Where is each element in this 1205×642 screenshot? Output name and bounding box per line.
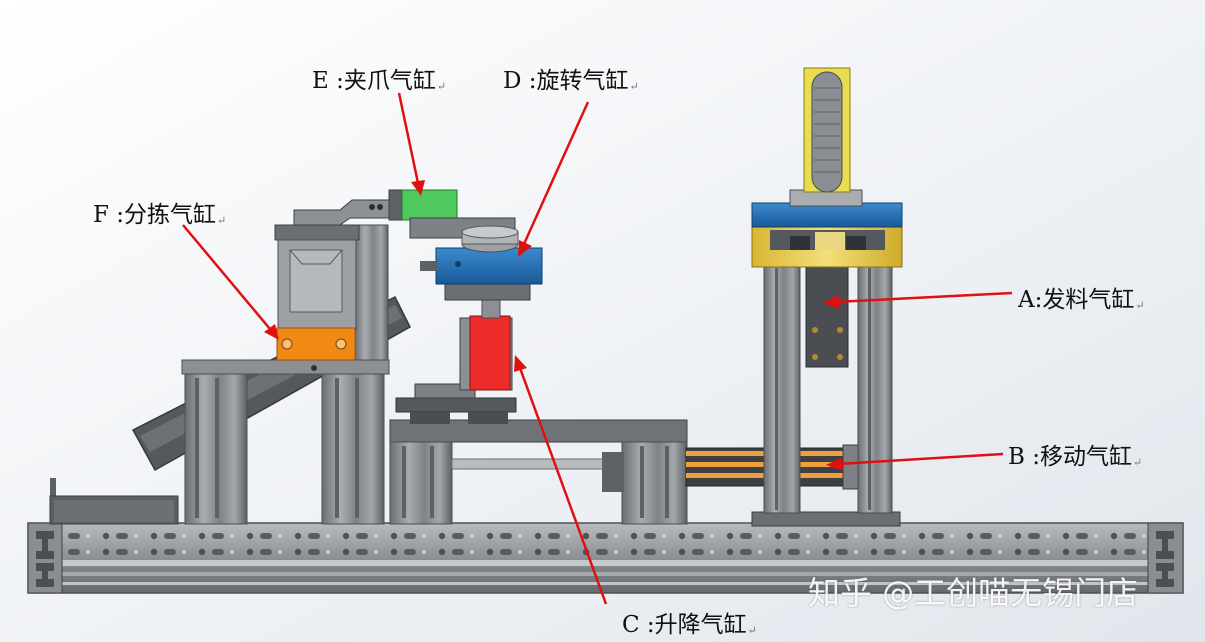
label-d-text: D :旋转气缸 bbox=[503, 68, 629, 94]
label-c: C :升降气缸↵ bbox=[622, 605, 757, 639]
label-b: B :移动气缸↵ bbox=[1008, 437, 1142, 471]
feeding-station bbox=[751, 67, 903, 527]
label-e: E :夹爪气缸↵ bbox=[312, 61, 446, 95]
label-d: D :旋转气缸↵ bbox=[503, 61, 639, 95]
base-aluminum-rail bbox=[27, 522, 1184, 594]
label-a-text: A:发料气缸 bbox=[1018, 287, 1135, 313]
callout-arrows bbox=[182, 92, 1013, 605]
feed-cylinder bbox=[805, 264, 849, 368]
rotary-station bbox=[389, 225, 688, 525]
arrow-b bbox=[826, 452, 1004, 471]
gripper-cylinder bbox=[401, 189, 458, 221]
edit-mark: ↵ bbox=[1132, 456, 1143, 469]
arrow-e bbox=[397, 92, 425, 196]
edit-mark: ↵ bbox=[1135, 299, 1145, 312]
arrow-a bbox=[823, 291, 1013, 309]
label-a: A:发料气缸↵ bbox=[1018, 280, 1145, 314]
edit-mark: ↵ bbox=[436, 80, 447, 93]
arrow-c bbox=[514, 355, 608, 605]
collection-tray bbox=[49, 478, 179, 525]
label-e-text: E :夹爪气缸 bbox=[312, 68, 436, 94]
edit-mark: ↵ bbox=[629, 80, 639, 93]
label-f: F :分拣气缸↵ bbox=[93, 195, 226, 229]
rotary-cylinder bbox=[435, 247, 543, 285]
label-b-text: B :移动气缸 bbox=[1008, 444, 1132, 470]
lift-cylinder bbox=[469, 315, 511, 391]
edit-mark: ↵ bbox=[217, 214, 227, 227]
edit-mark: ↵ bbox=[747, 624, 757, 637]
label-f-text: F :分拣气缸 bbox=[93, 202, 217, 228]
watermark: 知乎 @工创喵无锡门店 bbox=[808, 574, 1139, 612]
sorting-station bbox=[131, 224, 411, 525]
arrow-f bbox=[182, 224, 279, 340]
label-c-text: C :升降气缸 bbox=[622, 612, 747, 638]
arrow-d bbox=[518, 101, 590, 257]
